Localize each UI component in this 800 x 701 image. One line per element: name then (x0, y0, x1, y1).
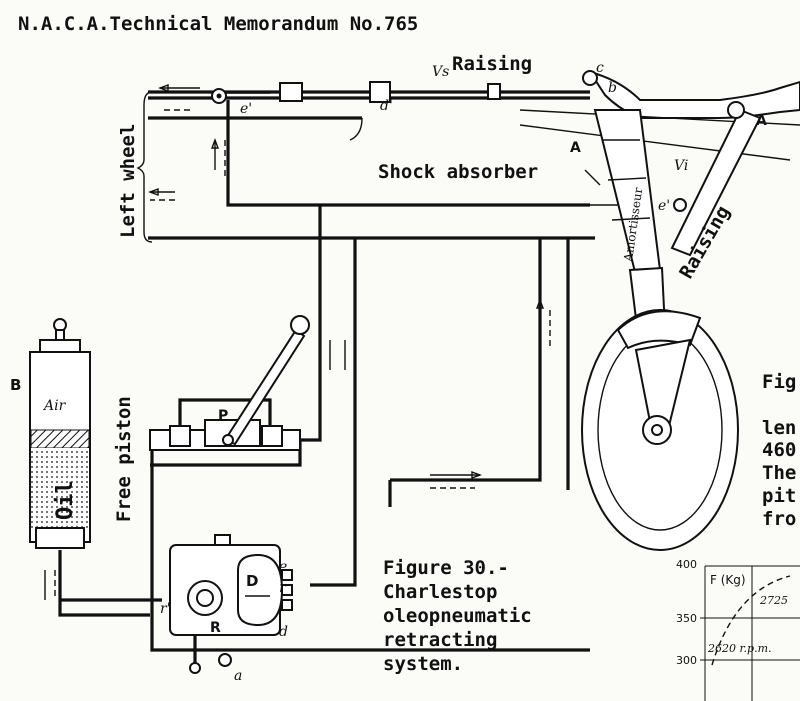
shock-absorber-label: Shock absorber (378, 161, 538, 183)
left-wheel-label: Left wheel (117, 124, 139, 238)
letter-e-prime-rod: e' (658, 198, 670, 214)
port-letter-e: e (279, 559, 287, 575)
letter-b: b (608, 80, 617, 96)
cut-text-fig: Fig (762, 371, 796, 393)
upper-pipe-run (148, 81, 590, 104)
distributor-letter-r-prime: r' (160, 601, 171, 617)
cut-text-line-5: fro (762, 508, 796, 530)
caption-line-2: Charlestop (383, 581, 497, 603)
caption-line-5: system. (383, 653, 463, 675)
port-letter-r: r (279, 580, 287, 596)
flow-arrows (44, 83, 551, 600)
inset-ytick-300: 300 (676, 654, 697, 667)
distributor-letter-r: R (210, 620, 221, 636)
caption-line-3: oleopneumatic (383, 605, 532, 627)
page-header-title: N.A.C.A.Technical Memorandum No.765 (18, 13, 418, 35)
letter-vs: Vs (432, 64, 449, 80)
port-letter-d: d (279, 624, 288, 640)
inset-ytick-400: 400 (676, 558, 697, 571)
distributor-unit: D R r' e r d a (160, 534, 293, 684)
figure-caption: Figure 30.- Charlestop oleopneumatic ret… (383, 557, 532, 675)
caption-line-4: retracting (383, 629, 497, 651)
cropped-side-text: Fig len 460 The pit fro (762, 371, 796, 530)
valve-letter-p: P (218, 408, 228, 424)
left-wheel-brace (136, 91, 153, 243)
inset-axis-label: F (Kg) (710, 573, 746, 587)
air-oil-reservoir: B Air Oil (10, 318, 91, 549)
inset-ytick-350: 350 (676, 612, 697, 625)
cut-text-line-2: 460 (762, 439, 796, 461)
landing-gear: Amortisseur (519, 70, 800, 551)
letter-a-left: A (570, 140, 581, 156)
caption-line-1: Figure 30.- (383, 557, 509, 579)
port-letter-a: a (234, 668, 242, 684)
letter-e-prime: e' (240, 101, 252, 117)
free-piston-label: Free piston (113, 396, 135, 522)
point-letters: Vs c b e' d' A A Vi e' (240, 60, 767, 214)
letter-a-right: A (756, 113, 767, 129)
raising-label-top: Raising (452, 53, 532, 75)
letter-vi: Vi (674, 158, 688, 174)
selector-valve: P (149, 315, 310, 451)
reservoir-letter-b: B (10, 376, 21, 394)
reservoir-oil-label: Oil (53, 480, 78, 520)
cut-text-line-1: len (762, 417, 796, 439)
inset-annotation-1: 2725 (759, 594, 788, 607)
inset-annotation-2: 2620 r.p.m. (707, 642, 772, 655)
cut-text-line-3: The (762, 462, 796, 484)
inset-chart-fragment: 400 350 300 F (Kg) 2725 2620 r.p.m. (676, 558, 800, 701)
cut-text-line-4: pit (762, 485, 796, 507)
hydraulic-pipes (58, 100, 640, 652)
reservoir-air-label: Air (42, 398, 67, 414)
distributor-letter-d: D (246, 572, 258, 590)
letter-c: c (596, 60, 604, 76)
letter-d-prime: d' (380, 98, 393, 114)
